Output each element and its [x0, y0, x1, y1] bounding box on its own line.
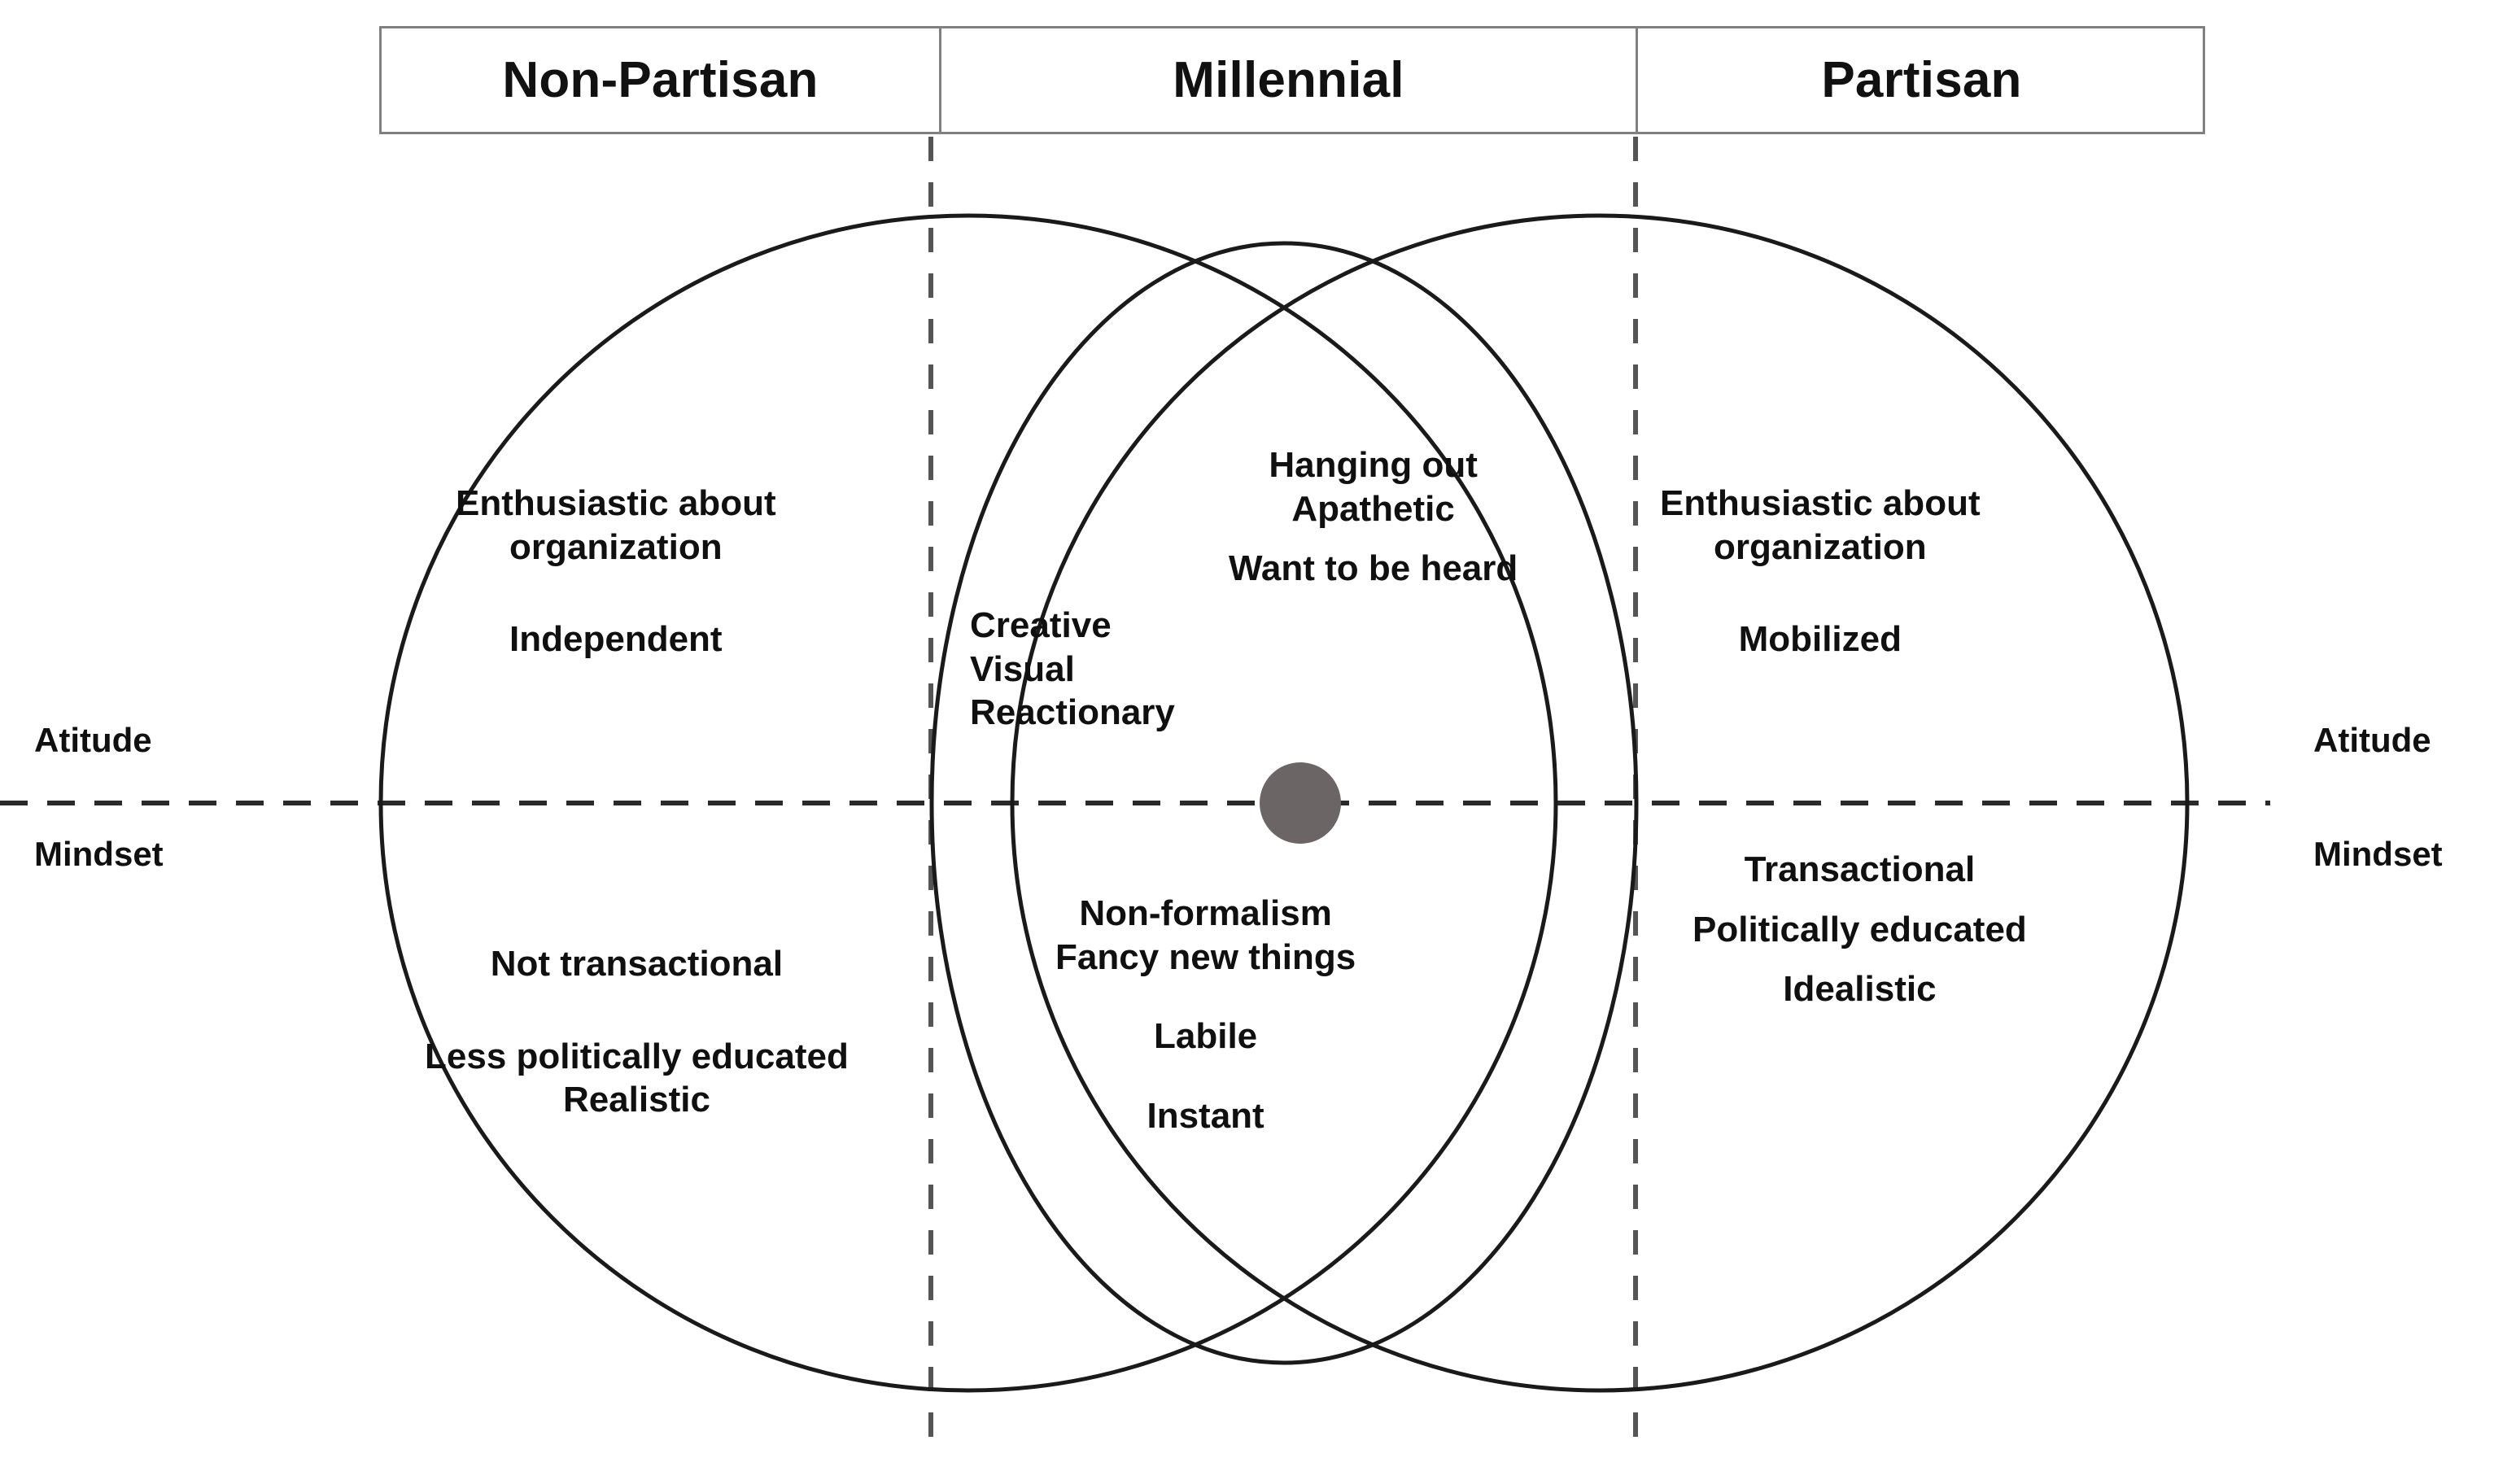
- text-line: Mobilized: [1738, 619, 1902, 660]
- text-line: Instant: [1147, 1096, 1264, 1137]
- millennial-core-attitude-text: Creative Visual Reactionary: [970, 604, 1175, 735]
- header-cell-non-partisan: Non-Partisan: [382, 28, 941, 132]
- spacer: [1229, 530, 1518, 547]
- millennial-ellipse: [929, 241, 1639, 1365]
- text-line: Independent: [509, 619, 723, 660]
- text-line: Less politically educated: [425, 1036, 849, 1076]
- text-line: Hanging out: [1269, 445, 1478, 485]
- spacer: [456, 569, 776, 618]
- text-line: Transactional: [1744, 849, 1976, 889]
- partisan-attitude-text: Enthusiastic about organization Mobilize…: [1660, 482, 1981, 661]
- spacer: [1660, 569, 1981, 618]
- spacer: [425, 986, 849, 1035]
- header-cell-partisan: Partisan: [1821, 52, 2022, 108]
- text-line: Labile: [1154, 1016, 1258, 1057]
- text-line: Politically educated: [1693, 909, 2027, 949]
- partisan-mindset-text: Transactional Politically educated Ideal…: [1693, 848, 2027, 1011]
- partisan-circle: [1010, 213, 2190, 1393]
- axis-label-left-mindset: Mindset: [34, 835, 164, 873]
- non-partisan-attitude-text: Enthusiastic about organization Independ…: [456, 482, 776, 661]
- millennial-shared-attitude-text: Hanging out Apathetic Want to be heard: [1229, 443, 1518, 591]
- axis-label-left-attitude: Atitude: [34, 721, 152, 759]
- text-line: Visual: [970, 648, 1075, 689]
- non-partisan-mindset-text: Not transactional Less politically educa…: [425, 942, 849, 1122]
- spacer: [1693, 892, 2027, 908]
- spacer: [1055, 979, 1356, 1015]
- text-line: Fancy new things: [1055, 936, 1356, 977]
- text-line: Realistic: [562, 1080, 710, 1120]
- spacer: [1055, 1058, 1356, 1094]
- text-line: Reactionary: [970, 692, 1175, 733]
- millennial-mindset-text: Non-formalism Fancy new things Labile In…: [1055, 892, 1356, 1138]
- axis-label-right-attitude: Atitude: [2313, 721, 2431, 759]
- text-line: Enthusiastic about: [1660, 483, 1981, 523]
- text-line: Idealistic: [1783, 969, 1937, 1010]
- text-line: Want to be heard: [1229, 548, 1518, 589]
- non-partisan-circle: [378, 213, 1558, 1393]
- text-line: Enthusiastic about: [456, 483, 776, 523]
- text-line: Non-formalism: [1079, 893, 1332, 933]
- center-focus-dot: [1260, 762, 1341, 844]
- text-line: Not transactional: [490, 944, 784, 984]
- spacer: [1693, 951, 2027, 967]
- text-line: Creative: [970, 605, 1112, 645]
- axis-label-right-mindset: Mindset: [2313, 835, 2443, 873]
- category-header-row: Non-Partisan Millennial Partisan: [379, 26, 2205, 134]
- text-line: organization: [509, 526, 723, 567]
- text-line: Apathetic: [1291, 488, 1455, 529]
- header-cell-millennial: Millennial: [941, 28, 1638, 132]
- text-line: organization: [1714, 526, 1927, 567]
